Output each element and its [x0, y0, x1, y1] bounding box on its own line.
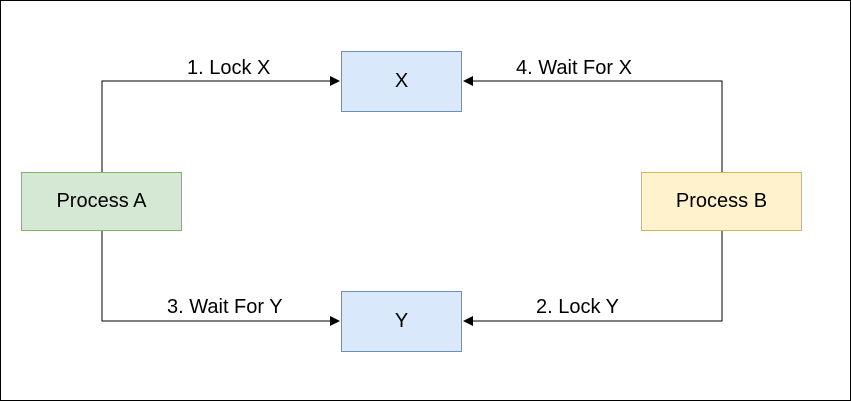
edge-label-lock-y: 2. Lock Y	[536, 296, 620, 318]
edge-label-wait-for-x: 4. Wait For X	[516, 57, 632, 79]
edge-lock-x	[101, 76, 340, 172]
resource-x-label: X	[394, 70, 409, 92]
process-b-label: Process B	[675, 190, 768, 212]
process-a-node: Process A	[21, 172, 182, 231]
edge-wait-for-y	[101, 231, 340, 326]
resource-y-node: Y	[341, 291, 462, 352]
edge-lock-y	[463, 231, 723, 326]
resource-x-node: X	[341, 51, 462, 112]
resource-y-label: Y	[394, 310, 409, 332]
process-a-label: Process A	[56, 190, 147, 212]
edge-wait-for-x	[463, 76, 723, 172]
edge-label-wait-for-y: 3. Wait For Y	[167, 296, 283, 318]
edge-label-lock-x: 1. Lock X	[187, 57, 271, 79]
process-b-node: Process B	[641, 172, 802, 231]
